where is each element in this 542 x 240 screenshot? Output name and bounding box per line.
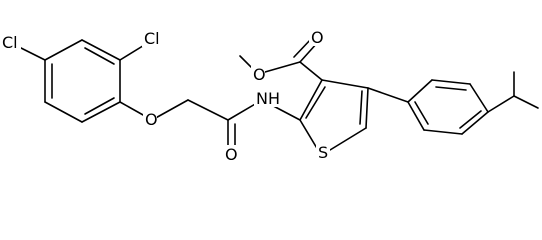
bond — [305, 86, 326, 119]
bond — [407, 79, 433, 103]
bond — [329, 127, 367, 151]
ester-oxygen-label: O — [253, 65, 266, 84]
bond — [187, 99, 229, 121]
bond — [119, 43, 147, 61]
ether-oxygen-label: O — [145, 110, 158, 129]
molecule-diagram: Cl Cl O O NH S O O — [1, 28, 539, 164]
bond — [81, 101, 121, 123]
bond — [435, 86, 467, 91]
bond — [431, 79, 471, 85]
chlorine-label: Cl — [144, 29, 160, 48]
bond — [84, 97, 115, 115]
bond — [513, 95, 539, 109]
chlorine-label: Cl — [2, 33, 18, 52]
bond — [461, 111, 489, 135]
bond — [365, 87, 369, 129]
bond — [359, 90, 363, 125]
bond — [407, 101, 425, 131]
bond — [469, 83, 489, 113]
bond — [299, 79, 323, 121]
bond — [321, 79, 369, 89]
bond — [84, 47, 115, 65]
bonds — [14, 37, 539, 151]
bond — [151, 99, 189, 121]
amide-oxygen-label: O — [225, 145, 238, 164]
bond — [367, 87, 409, 103]
bond — [299, 61, 323, 81]
sulfur-label: S — [318, 143, 328, 162]
bond — [423, 129, 463, 135]
ester-carbonyl-oxygen-label: O — [311, 28, 324, 47]
bond — [487, 95, 515, 113]
bond — [414, 101, 429, 125]
atom-labels: Cl Cl O O NH S O O — [1, 28, 330, 164]
bond — [459, 110, 482, 129]
bond — [299, 119, 319, 151]
bond — [44, 101, 83, 123]
amine-label: NH — [256, 89, 280, 108]
bond — [44, 39, 83, 61]
bond — [81, 39, 121, 61]
